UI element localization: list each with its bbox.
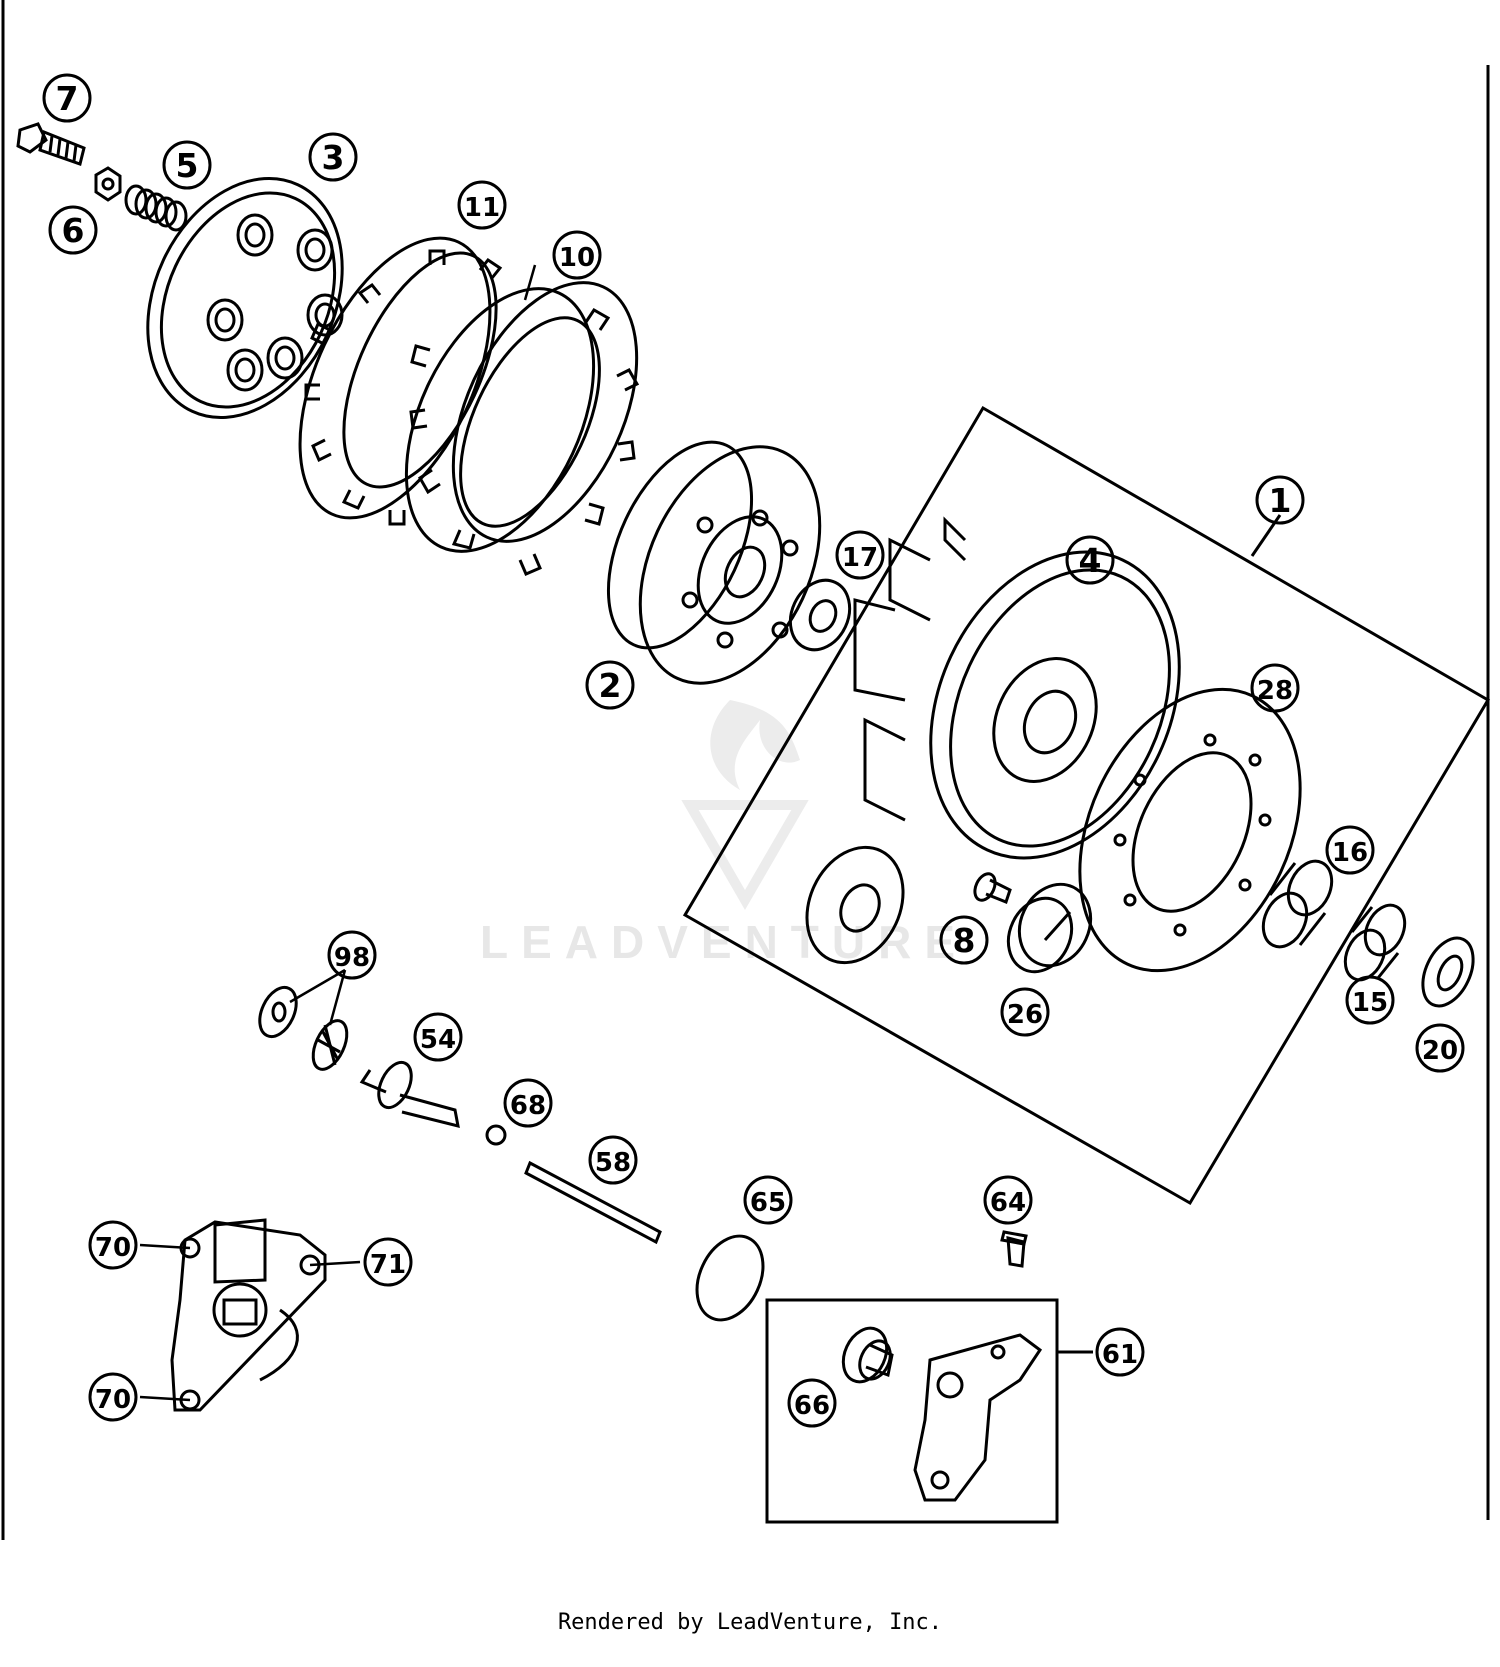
callout-4: 4 [1065,535,1115,585]
callout-7: 7 [42,73,92,123]
callout-71: 71 [363,1237,413,1287]
svg-text:98: 98 [334,943,370,973]
leader-lines [139,264,537,1402]
svg-text:5: 5 [176,146,199,185]
svg-text:8: 8 [953,921,976,960]
svg-text:61: 61 [1102,1340,1138,1370]
svg-text:2: 2 [599,666,622,705]
callout-58: 58 [588,1135,638,1185]
bolt-part-7 [16,122,86,166]
sleeve-part-15 [1343,903,1407,982]
washer-part-17 [788,578,852,652]
callout-8: 8 [939,915,989,965]
svg-text:1: 1 [1269,481,1292,520]
assembly-61-box [765,1298,1059,1524]
callout-5: 5 [162,140,212,190]
shaft-part-54 [359,1060,460,1129]
ball-part-68 [485,1124,507,1146]
cap-part-26 [1006,882,1093,974]
callout-17: 17 [835,530,885,580]
callout-6: 6 [48,205,98,255]
screw-part-64 [1000,1230,1028,1268]
callout-70-bottom: 70 [88,1372,138,1422]
callout-20: 20 [1415,1023,1465,1073]
svg-text:11: 11 [464,193,500,223]
svg-text:16: 16 [1332,838,1368,868]
svg-text:70: 70 [95,1233,131,1263]
svg-text:64: 64 [990,1188,1026,1218]
callout-64: 64 [983,1175,1033,1225]
svg-text:15: 15 [1352,988,1388,1018]
rendered-by-footer: Rendered by LeadVenture, Inc. [557,1610,943,1635]
svg-text:26: 26 [1007,1000,1043,1030]
callout-68: 68 [503,1078,553,1128]
callout-65: 65 [743,1175,793,1225]
svg-text:17: 17 [842,543,878,573]
svg-text:10: 10 [559,243,595,273]
primary-gear-part-4 [853,516,1181,860]
svg-text:70: 70 [95,1385,131,1415]
svg-text:3: 3 [322,138,345,177]
spring-part-5 [124,184,188,232]
svg-text:58: 58 [595,1148,631,1178]
svg-text:54: 54 [420,1025,456,1055]
clutch-hub-part-2 [606,440,822,685]
callout-16: 16 [1325,825,1375,875]
pressure-plate-part-3 [146,176,344,420]
callout-98: 98 [327,930,377,980]
clutch-discs-part-11 [298,236,503,526]
callout-26: 26 [1000,987,1050,1037]
drive-gear [805,845,905,965]
svg-text:66: 66 [794,1391,830,1421]
svg-text:68: 68 [510,1091,546,1121]
bushing-part-16 [1261,859,1334,949]
washer-part-20 [1421,936,1475,1008]
nut-part-6 [94,166,122,202]
callout-66: 66 [787,1378,837,1428]
washer-part-98a [258,985,298,1039]
watermark-text: LEADVENTURE [480,916,969,968]
callout-10: 10 [552,230,602,280]
callout-1: 1 [1255,475,1305,525]
callout-15: 15 [1345,975,1395,1025]
wave-washer-part-98b [311,1019,349,1071]
pushrod-part-58 [524,1160,662,1245]
svg-text:4: 4 [1079,541,1102,580]
watermark-logo [681,700,809,910]
piston-part-66 [841,1326,894,1384]
callout-61: 61 [1095,1327,1145,1377]
assembly-1-box [682,405,1491,1206]
callout-70-top: 70 [88,1220,138,1270]
svg-text:28: 28 [1257,676,1293,706]
clutch-pack-part-10 [404,281,640,576]
slave-cylinder-part-61 [913,1333,1043,1502]
callout-3: 3 [308,132,358,182]
svg-text:71: 71 [370,1250,406,1280]
svg-text:7: 7 [56,79,79,118]
svg-text:65: 65 [750,1188,786,1218]
callout-11: 11 [457,180,507,230]
callout-2: 2 [585,660,635,710]
callout-28: 28 [1250,663,1300,713]
svg-text:6: 6 [62,211,85,250]
pin-part-8 [973,872,1012,904]
o-ring-part-65 [695,1234,765,1322]
callout-54: 54 [413,1012,463,1062]
cover-part-70-71 [170,1218,327,1412]
svg-text:20: 20 [1422,1036,1458,1066]
